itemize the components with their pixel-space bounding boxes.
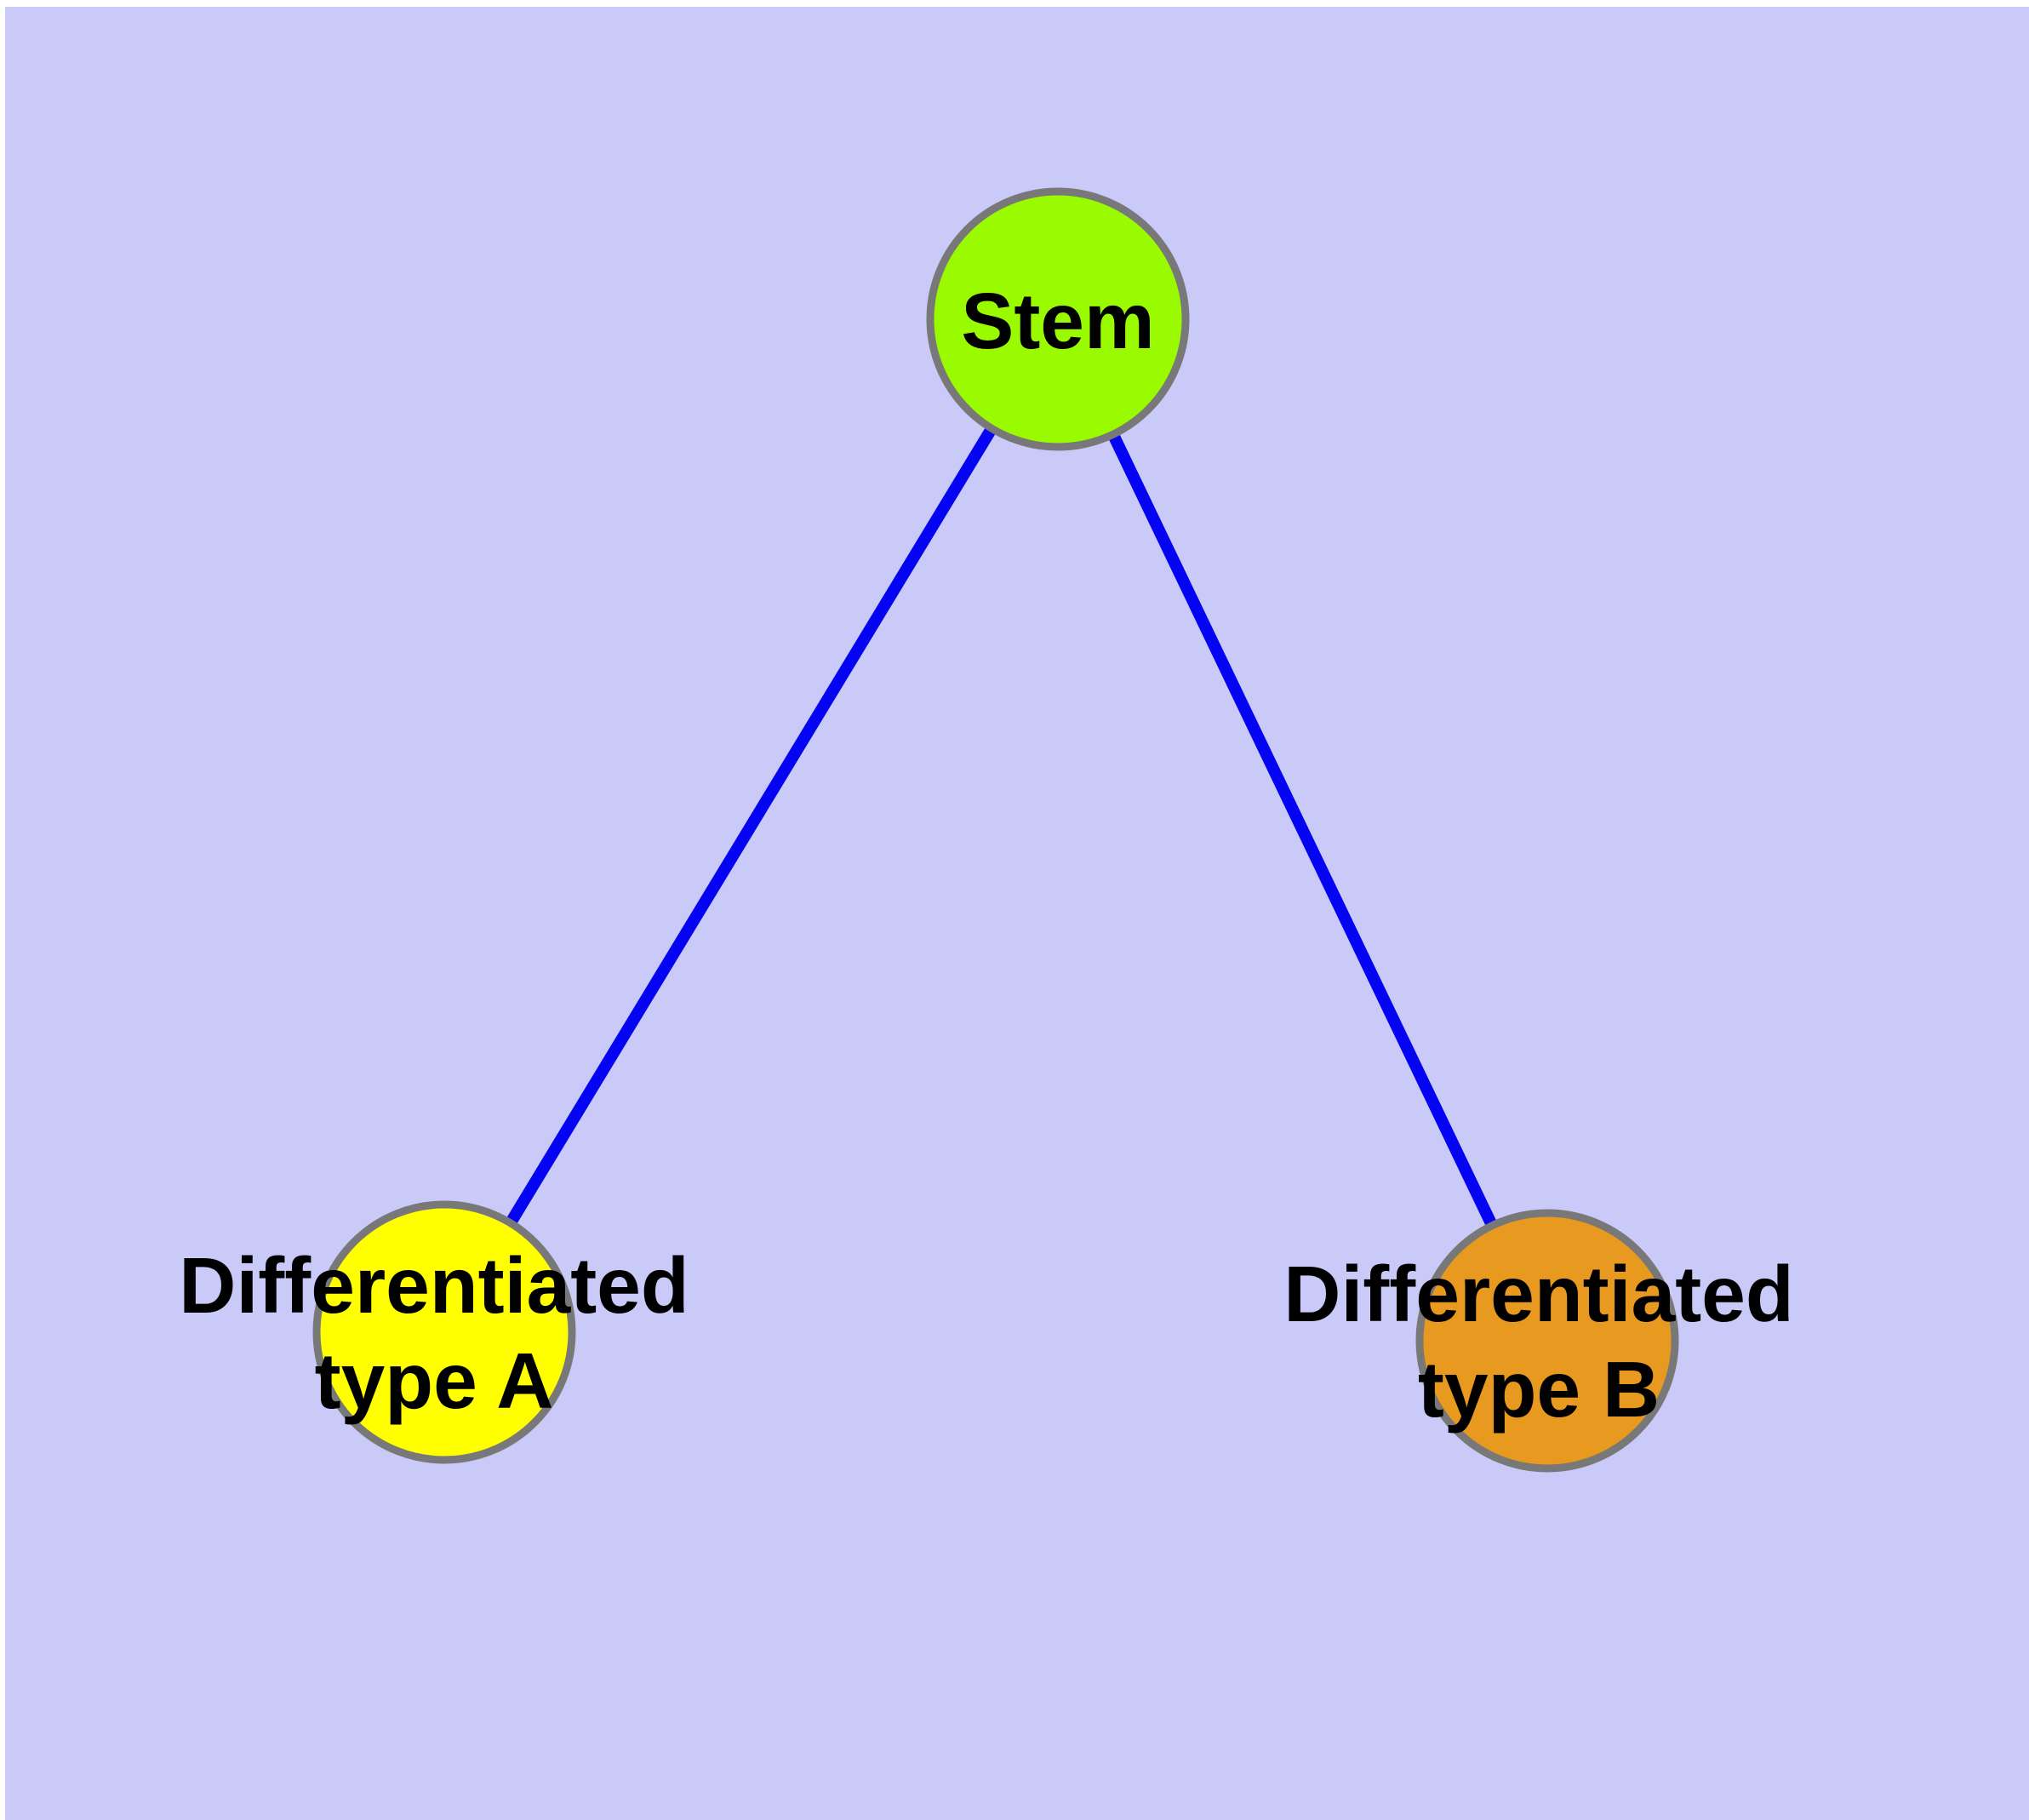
node-type-a-label-line1: Differentiated	[179, 1241, 689, 1330]
node-type-b-label-line1: Differentiated	[1283, 1250, 1794, 1338]
node-stem-label: Stem	[961, 273, 1154, 369]
node-stem	[926, 187, 1190, 451]
node-type-b-label-line2: type B	[1417, 1345, 1660, 1434]
node-type-a-label-line2: type A	[314, 1336, 554, 1425]
edge-stem-to-type-b	[1052, 316, 1553, 1344]
node-type-a-label: Differentiated type A	[179, 1238, 689, 1428]
node-stem-label-text: Stem	[961, 277, 1155, 365]
node-differentiated-type-a	[312, 1200, 576, 1464]
node-differentiated-type-b	[1415, 1209, 1679, 1473]
node-type-b-label: Differentiated type B	[1283, 1246, 1793, 1437]
edge-stem-to-type-a	[439, 316, 1063, 1336]
